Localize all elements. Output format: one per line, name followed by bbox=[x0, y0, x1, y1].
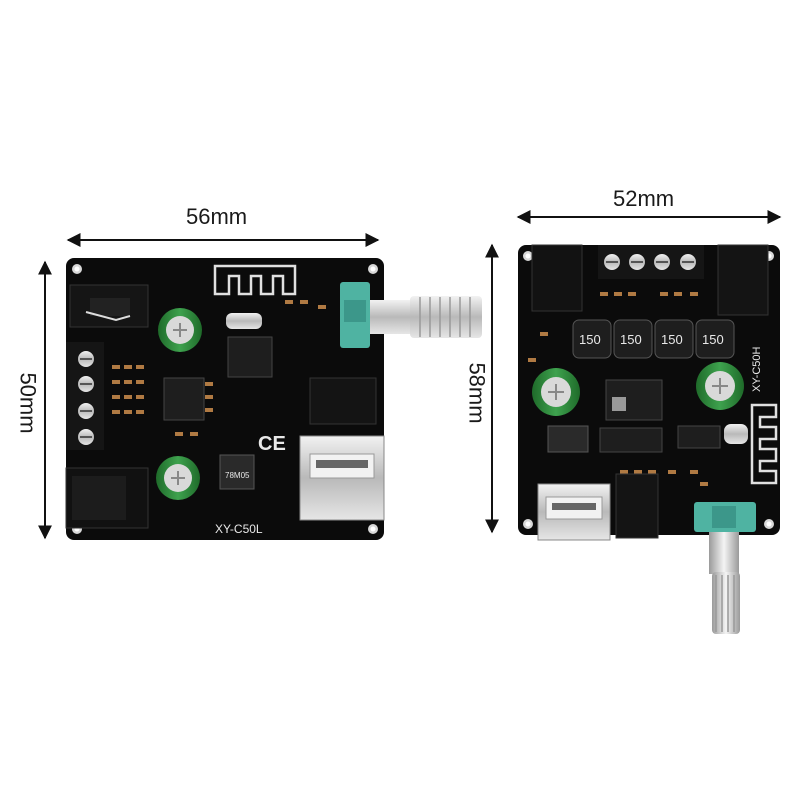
left-board: CE 78M05 XY-C50L bbox=[65, 258, 482, 540]
right-height-label: 58mm bbox=[464, 362, 490, 424]
right-model-label: XY-C50H bbox=[751, 346, 763, 392]
inductor-1-label: 150 bbox=[579, 332, 601, 347]
left-height-label: 50mm bbox=[15, 372, 41, 434]
inductor-2-label: 150 bbox=[620, 332, 642, 347]
right-board: 150 150 150 150 XY-C50H bbox=[518, 244, 780, 634]
right-width-label: 52mm bbox=[613, 186, 675, 211]
left-model-label: XY-C50L bbox=[215, 522, 263, 536]
inductor-3-label: 150 bbox=[661, 332, 683, 347]
left-width-label: 56mm bbox=[186, 204, 248, 229]
inductor-4-label: 150 bbox=[702, 332, 724, 347]
ce-mark: CE bbox=[258, 433, 286, 455]
regulator-marking: 78M05 bbox=[225, 471, 250, 480]
